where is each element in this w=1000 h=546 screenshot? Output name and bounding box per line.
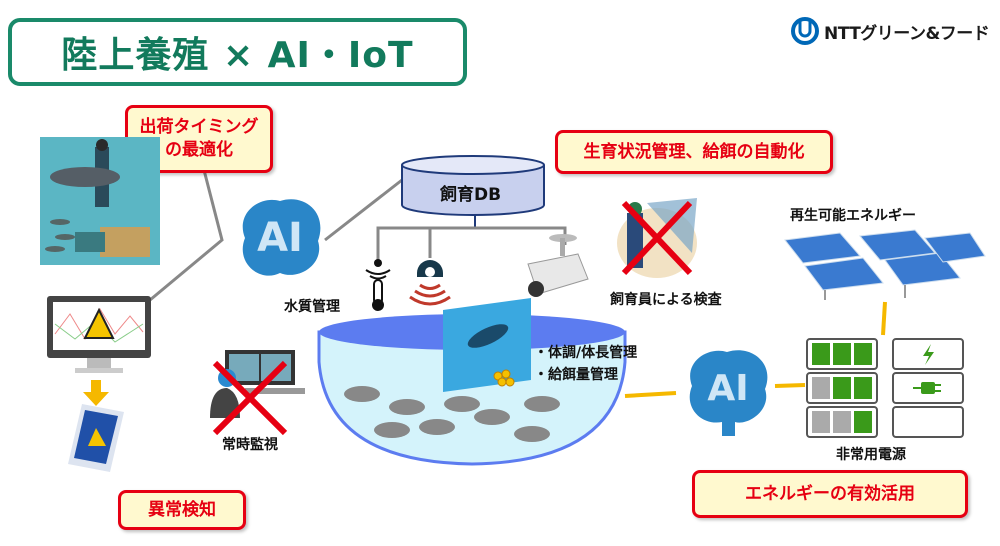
operator-crossed-illustration xyxy=(210,350,305,436)
alert-monitor-icon xyxy=(47,296,151,373)
callout-energy-utilization: エネルギーの有効活用 xyxy=(692,470,968,518)
ai-brain-energy-icon: AI xyxy=(689,350,768,436)
connector-tank-ai xyxy=(624,391,677,398)
callout-growth-management: 生育状況管理、給餌の自動化 xyxy=(555,130,833,174)
callout-line-1: 出荷タイミング xyxy=(139,117,259,138)
thermometer-sensor-icon xyxy=(365,259,391,311)
company-logo: NTTグリーン&フード xyxy=(790,16,990,46)
solar-panels-illustration xyxy=(784,229,986,300)
lightning-icon xyxy=(923,344,934,365)
db-label: 飼育DB xyxy=(440,185,502,205)
camera-icon xyxy=(527,234,589,297)
inspector-crossed-illustration xyxy=(617,198,697,278)
connector-shipping-ai xyxy=(149,169,224,302)
ai-text: AI xyxy=(257,215,303,261)
connector-solar-battery xyxy=(881,301,887,336)
connector-ai-battery xyxy=(774,383,806,388)
warning-icon xyxy=(88,428,106,446)
fish-group xyxy=(344,386,560,442)
ntt-logo-icon xyxy=(791,17,819,45)
alert-smartphone-icon xyxy=(68,404,124,472)
plug-icon xyxy=(913,382,941,394)
fish-farmer-illustration xyxy=(40,137,160,265)
warning-icon xyxy=(83,307,115,339)
battery-status-panel xyxy=(806,338,964,438)
renewable-energy-label: 再生可能エネルギー xyxy=(790,208,916,224)
water-quality-label: 水質管理 xyxy=(284,299,340,315)
ai-text: AI xyxy=(707,368,748,409)
body-condition-item: ・体調/体長管理 xyxy=(534,345,638,361)
battery-full xyxy=(812,343,872,365)
page-title: 陸上養殖 × AI・IoT xyxy=(8,18,467,86)
inspection-label: 飼育員による検査 xyxy=(610,292,722,308)
wireless-sensor-icon xyxy=(409,260,451,306)
callout-line-2: の最適化 xyxy=(165,140,233,160)
fish-tank xyxy=(317,314,627,466)
feeding-amount-item: ・給餌量管理 xyxy=(534,367,618,383)
cross-icon xyxy=(212,360,288,436)
cross-icon xyxy=(621,200,693,276)
callout-anomaly-detection: 異常検知 xyxy=(118,490,246,530)
camera-view-panel xyxy=(443,298,531,392)
connector-db-ai xyxy=(324,178,403,242)
emergency-power-label: 非常用電源 xyxy=(836,447,906,463)
monitoring-label: 常時監視 xyxy=(222,437,278,453)
battery-one-third xyxy=(812,411,872,433)
logo-text: NTTグリーン&フード xyxy=(824,23,990,44)
down-arrow-icon xyxy=(83,380,109,406)
ai-brain-icon: AI xyxy=(242,199,321,276)
battery-two-thirds xyxy=(812,377,872,399)
database-icon xyxy=(401,155,545,216)
